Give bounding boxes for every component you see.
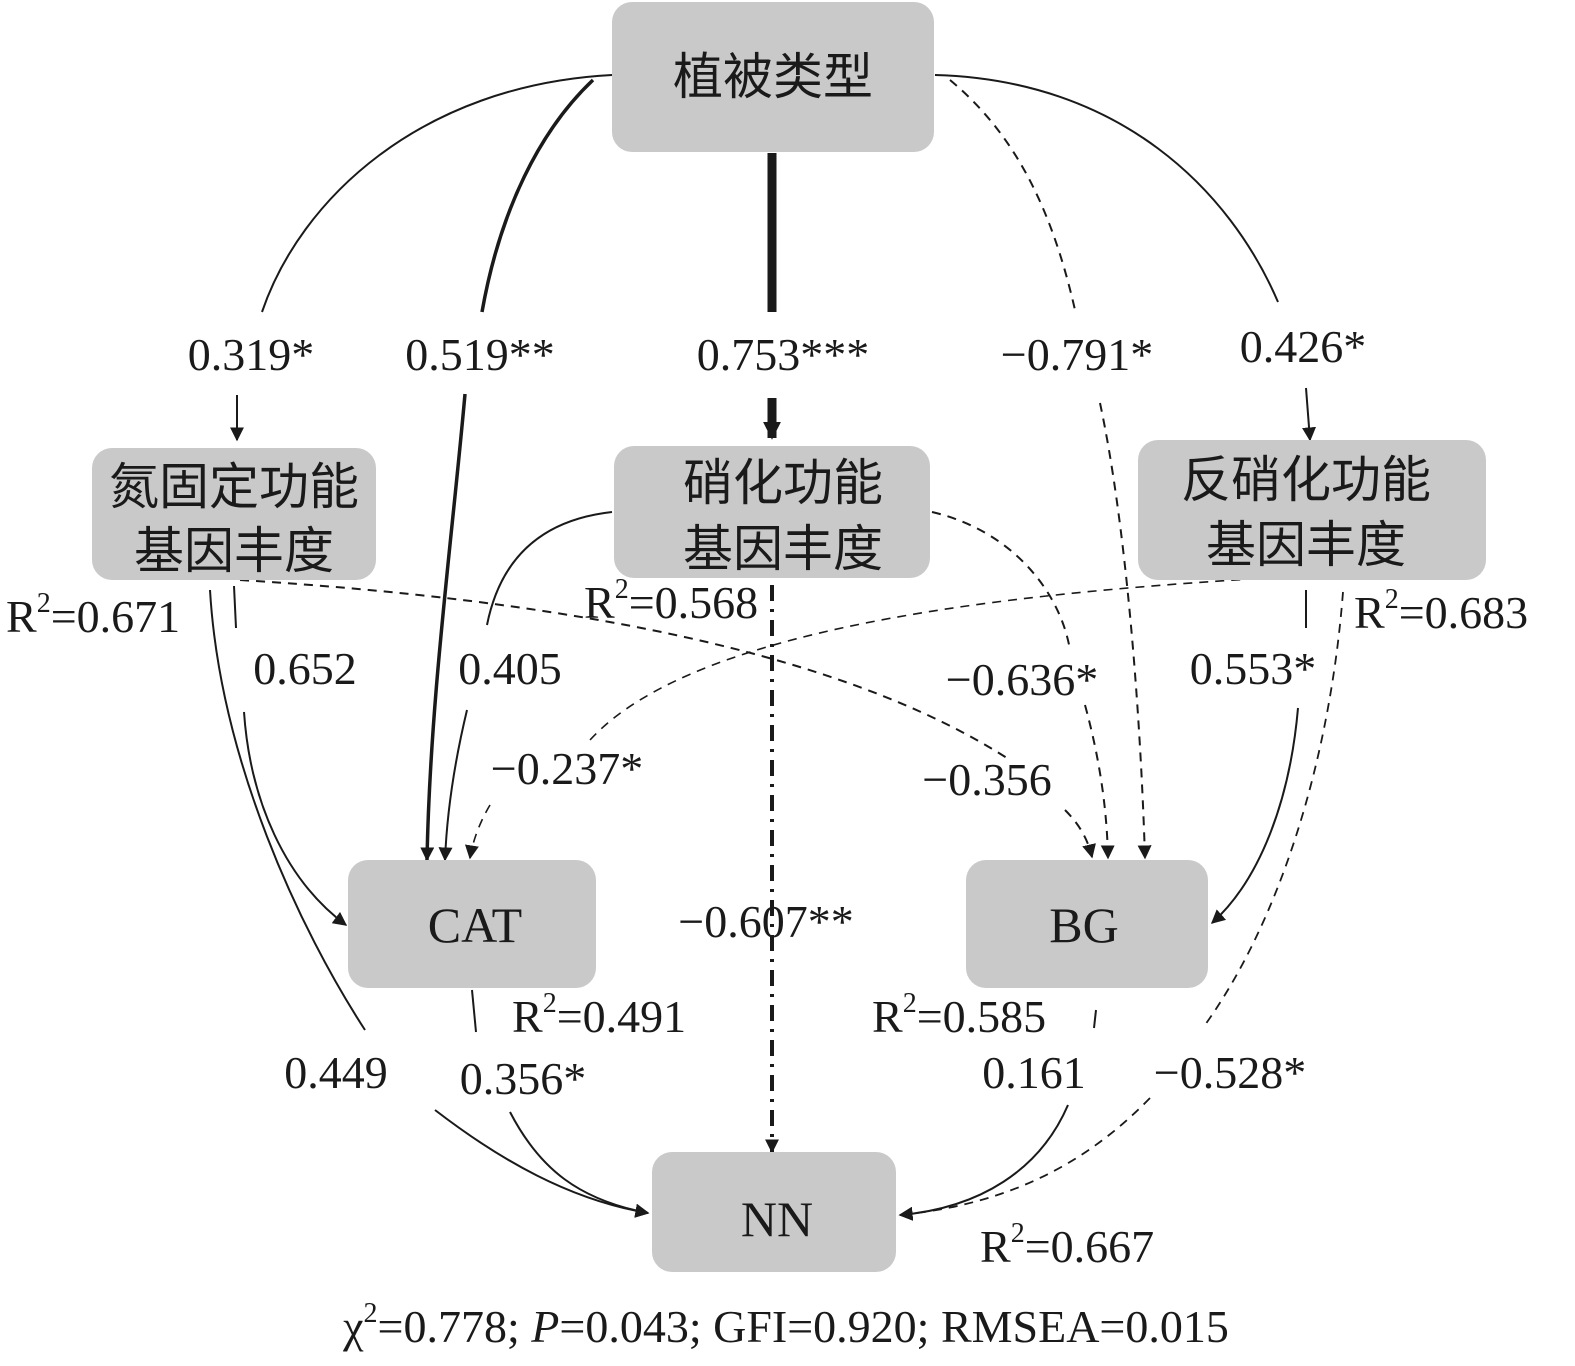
- node-nitrification: 硝化功能 基因丰度: [614, 446, 930, 578]
- edge-veg-denitrif: [934, 74, 1279, 303]
- node-denitrification-label-line2: 基因丰度: [1206, 517, 1406, 573]
- coef-veg-nitrif: 0.753***: [697, 329, 870, 380]
- edge-nfix-bg: [239, 579, 1011, 761]
- r2-denitrification: R2=0.683: [1354, 584, 1528, 638]
- edges: [209, 74, 1344, 1221]
- node-nitrification-label-line1: 硝化功能: [683, 455, 883, 511]
- coef-denitrif-bg: 0.553*: [1190, 643, 1317, 694]
- node-bg-label: BG: [1049, 897, 1118, 953]
- r2-nn: R2=0.667: [980, 1218, 1154, 1272]
- edge-veg-bg-lower: [1099, 402, 1152, 860]
- node-cat-label: CAT: [428, 897, 522, 953]
- coef-veg-bg: −0.791*: [1001, 329, 1153, 380]
- edge-veg-nfix: [261, 74, 613, 313]
- edge-denitrif-bg-lower: [1210, 707, 1299, 924]
- edge-nfix-cat-lower: [243, 711, 348, 926]
- coef-veg-nfix: 0.319*: [188, 329, 315, 380]
- coef-bg-nn: 0.161: [982, 1047, 1086, 1098]
- r2-nitrification: R2=0.568: [584, 574, 758, 628]
- node-nn: NN: [652, 1152, 896, 1272]
- edge-bg-nn: [1093, 1009, 1097, 1029]
- node-nitrification-label-line2: 基因丰度: [683, 521, 883, 577]
- node-nn-label: NN: [741, 1191, 813, 1247]
- path-coefficients: 0.319* 0.519** 0.753*** −0.791* 0.426* 0…: [188, 321, 1367, 1104]
- node-vegetation-type: 植被类型: [612, 2, 934, 152]
- edge-denitrif-nn: [1204, 591, 1344, 1026]
- r-squared-labels: R2=0.671 R2=0.568 R2=0.683 R2=0.491 R2=0…: [6, 574, 1528, 1272]
- edge-nfix-nn: [209, 589, 366, 1031]
- edge-nitrif-cat-lower: [438, 709, 468, 862]
- edge-veg-bg: [949, 79, 1076, 311]
- edge-nfix-bg-lower: [1064, 809, 1096, 859]
- edge-veg-cat-lower: [420, 393, 467, 862]
- coef-veg-denitrif: 0.426*: [1240, 321, 1367, 372]
- coef-nitrif-cat: 0.405: [458, 643, 562, 694]
- node-denitrification-label-line1: 反硝化功能: [1181, 452, 1431, 508]
- node-cat: CAT: [348, 860, 596, 988]
- edge-nitrif-bg: [931, 511, 1071, 651]
- edge-nitrif-bg-lower: [1084, 704, 1115, 860]
- model-fit-statistics: χ2=0.778; P=0.043; GFI=0.920; RMSEA=0.01…: [342, 1298, 1229, 1352]
- edge-veg-cat: [480, 78, 595, 313]
- edge-nfix-cat: [233, 585, 237, 629]
- node-vegetation-type-label: 植被类型: [673, 49, 873, 105]
- coef-nfix-nn: 0.449: [284, 1047, 388, 1098]
- coef-nfix-bg: −0.356: [922, 754, 1051, 805]
- edge-nitrif-cat: [486, 511, 613, 626]
- edge-denitrif-nn-lower: [898, 1097, 1151, 1221]
- r2-cat: R2=0.491: [512, 988, 686, 1042]
- coef-nfix-cat: 0.652: [253, 643, 357, 694]
- coef-denitrif-nn: −0.528*: [1154, 1047, 1306, 1098]
- r2-n-fixation: R2=0.671: [6, 588, 180, 642]
- coef-nitrif-nn: −0.607**: [678, 896, 853, 947]
- edge-cat-nn-lower: [509, 1111, 650, 1218]
- node-n-fixation: 氮固定功能 基因丰度: [92, 448, 376, 580]
- edge-veg-denitrif-arrow: [1302, 387, 1317, 442]
- coef-cat-nn: 0.356*: [460, 1053, 587, 1104]
- node-denitrification: 反硝化功能 基因丰度: [1138, 440, 1486, 580]
- node-bg: BG: [966, 860, 1208, 988]
- coef-nitrif-bg: −0.636*: [946, 654, 1098, 705]
- node-n-fixation-label-line1: 氮固定功能: [109, 459, 359, 515]
- edge-cat-nn: [471, 989, 477, 1033]
- edge-nfix-nn-lower: [434, 1109, 650, 1218]
- edge-bg-nn-lower: [898, 1104, 1069, 1221]
- edge-denitrif-cat-lower: [465, 804, 491, 860]
- coef-denitrif-cat: −0.237*: [491, 743, 643, 794]
- node-n-fixation-label-line2: 基因丰度: [134, 523, 334, 579]
- coef-veg-cat: 0.519**: [405, 329, 555, 380]
- r2-bg: R2=0.585: [872, 988, 1046, 1042]
